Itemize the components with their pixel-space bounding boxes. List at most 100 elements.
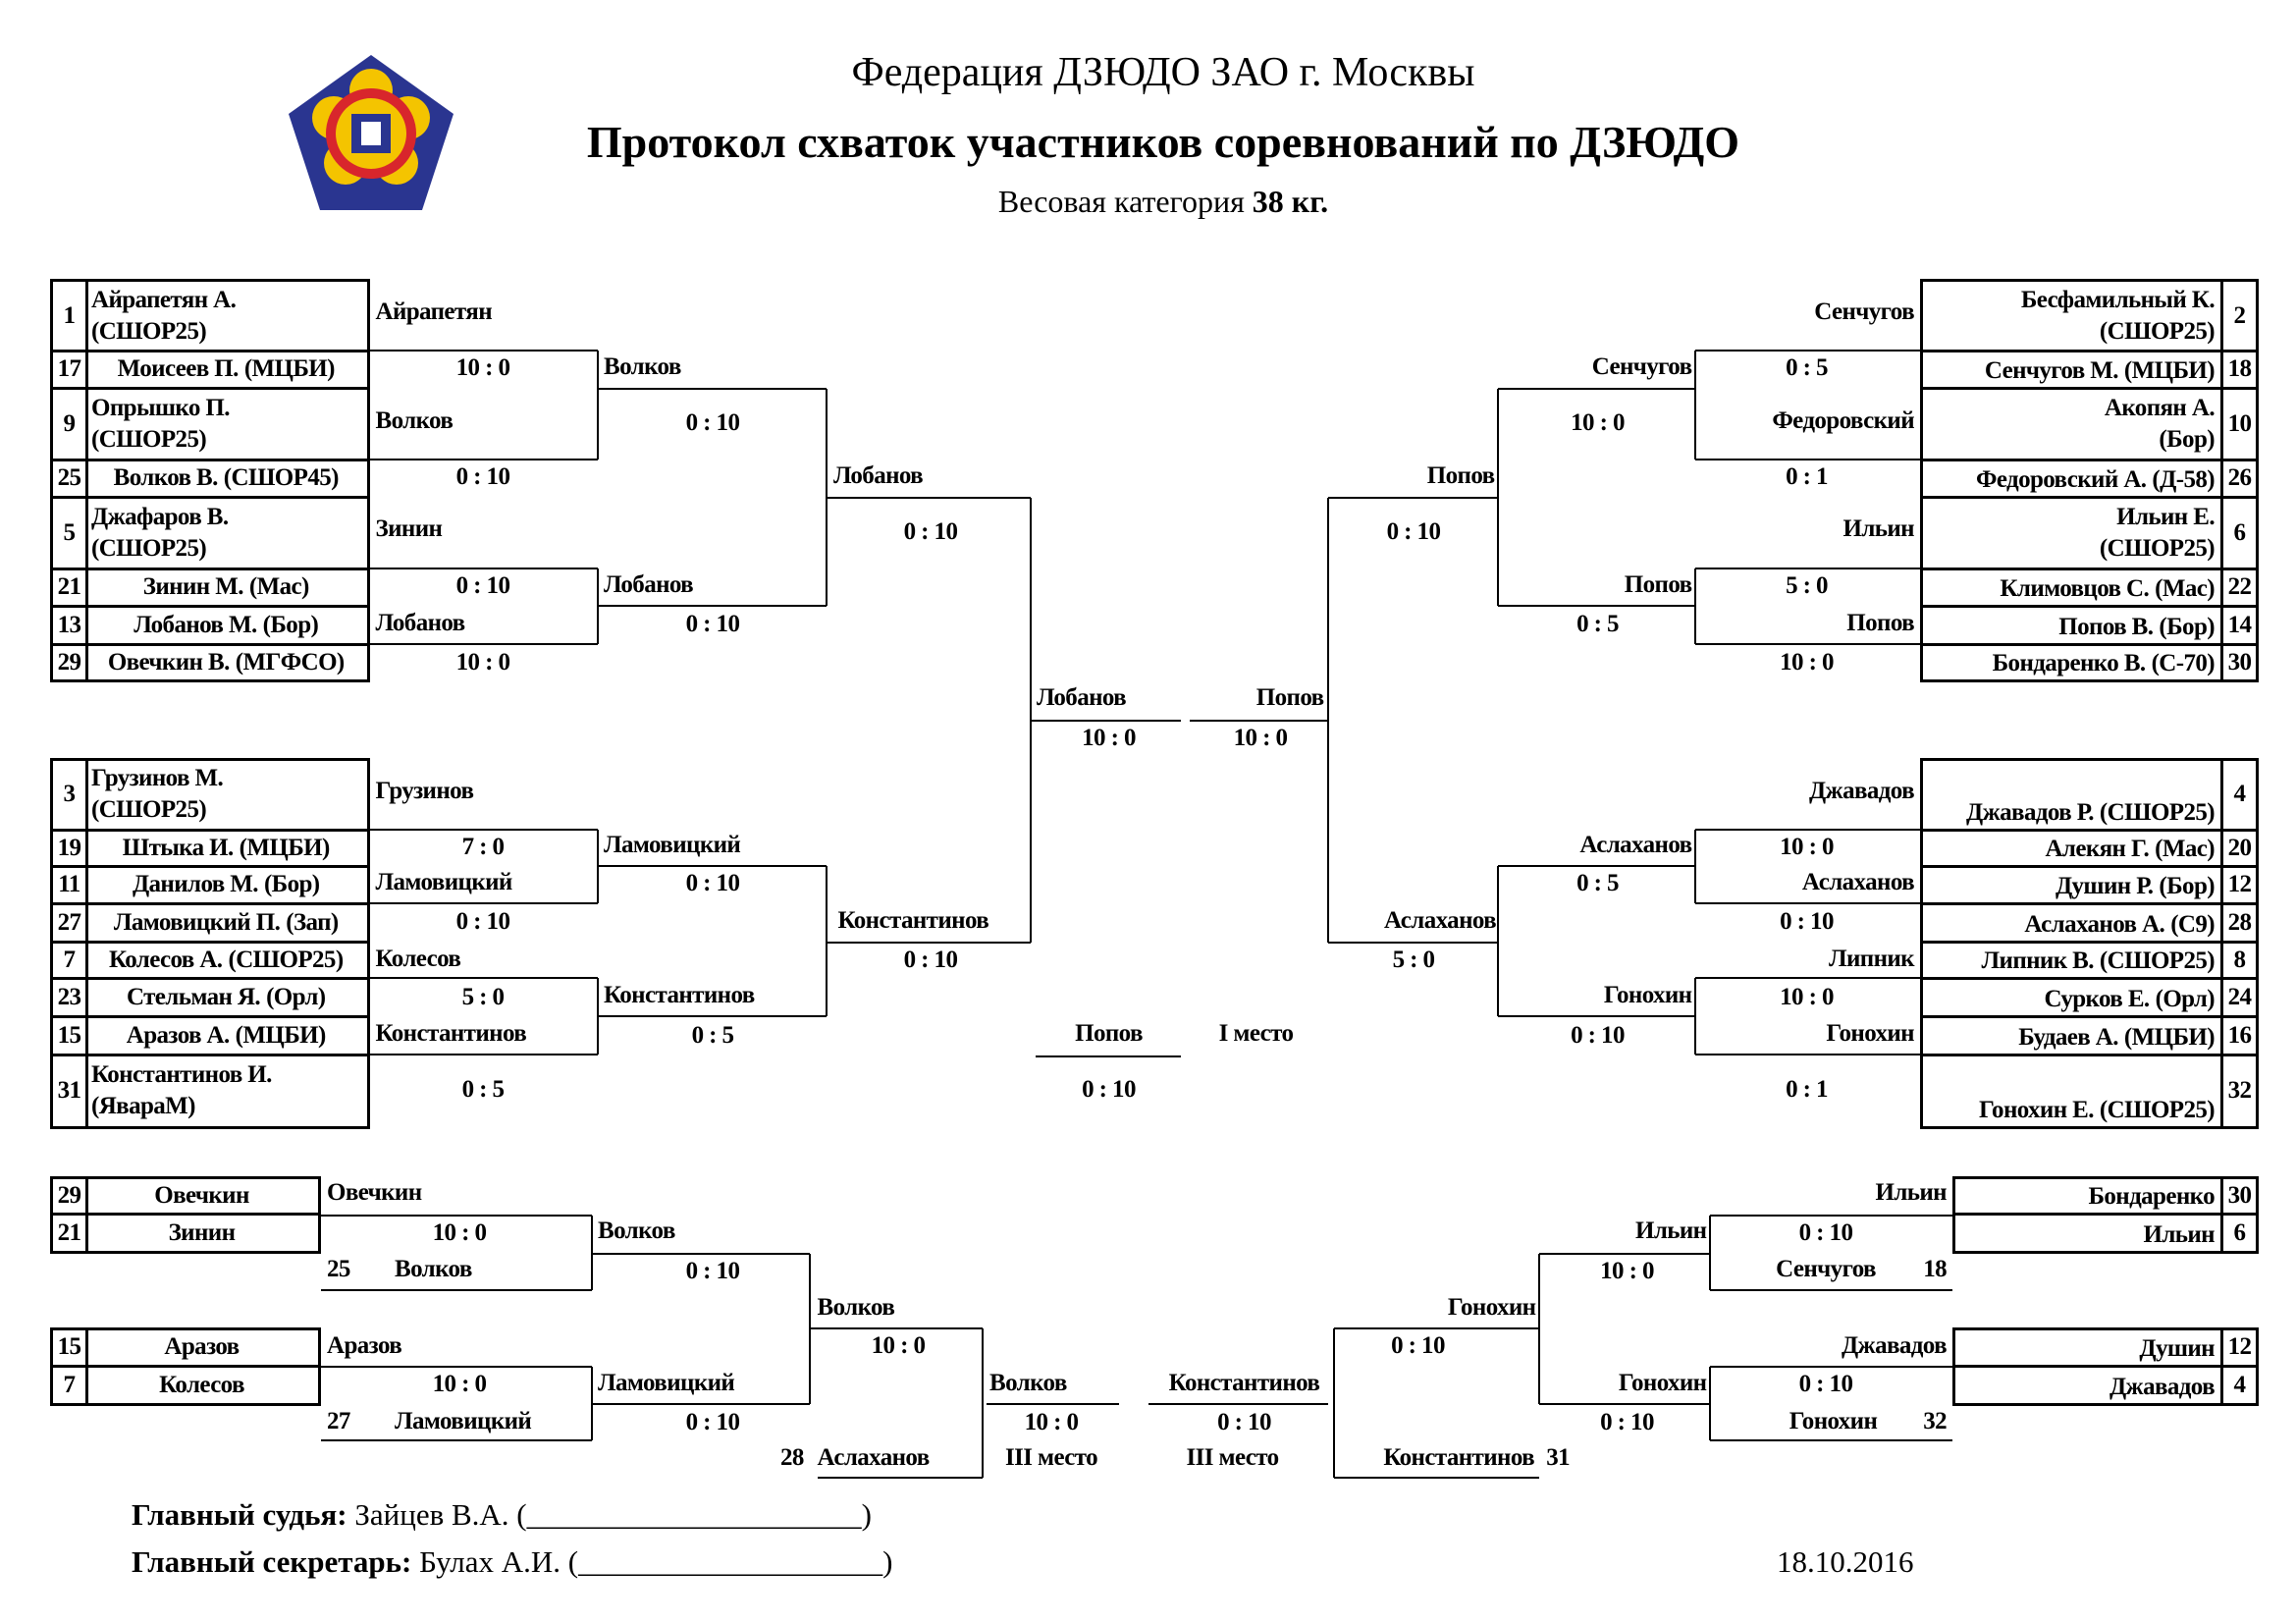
match-score: 0 : 1 [1786,463,1828,490]
match-score: 10 : 0 [871,1332,926,1359]
participant-seed: 19 [53,831,88,865]
participant-surname: Липник В. [1981,947,2094,974]
participant-club: (Мас) [2155,836,2215,862]
participant-surname: Стельман Я. [127,984,261,1010]
participant-club: (МЦБИ) [235,1022,327,1049]
match-score: 5 : 0 [461,983,505,1010]
participant-name: Бондаренко [2088,1183,2215,1210]
participant-name: Аслаханов А.(С9) [1923,905,2220,941]
bout-winner: Аслаханов [1801,868,1915,895]
participant-surname: Акопян А. [2104,394,2216,421]
participant-club: (СШОР25) [2099,317,2216,345]
bout-winner: Аразов [327,1332,402,1359]
participant-surname: Бондаренко В. [1992,650,2147,676]
participant-seed: 1 [53,282,88,350]
bracket-line [1708,1215,1711,1290]
participant-seed: 21 [53,570,88,605]
bracket-line [981,1328,984,1478]
bout-winner: Константинов [837,906,989,934]
bout-winner: Лобанов [375,609,466,636]
match-score: 0 : 5 [461,1076,505,1103]
match-score: 0 : 10 [455,908,510,935]
participant-seed: 22 [2220,570,2256,605]
bronze-left-winner: Волков [989,1369,1067,1396]
bracket-line [1694,459,1920,460]
match-score: 5 : 0 [1392,947,1435,973]
participant-seed: 15 [53,1330,88,1365]
final-winner: Попов [1075,1020,1143,1047]
match-score: 0 : 1 [1786,1076,1828,1103]
bout-winner: Лобанов [604,570,694,598]
match-score: 0 : 10 [685,408,740,436]
bracket-line [1693,351,1696,460]
weight-category: Весовая категория 38 кг. [0,184,2296,220]
chief-judge-name: Зайцев В.А. (______________________) [354,1497,872,1532]
match-score: 5 : 0 [1786,572,1828,599]
semifinal-left-score: 10 : 0 [1082,724,1136,751]
match-score: 0 : 10 [685,870,740,896]
bracket-line [1538,1402,1710,1405]
entrant-name: Сенчугов [1776,1256,1876,1282]
bracket-line [1334,1327,1539,1329]
entrant-seed: 18 [1923,1256,1947,1282]
participant-club: (МЦБИ) [2123,1024,2216,1051]
match-score: 10 : 0 [1600,1257,1654,1284]
match-score: 0 : 5 [1576,870,1619,896]
participant-surname: Константинов И. [91,1061,272,1089]
entrant-seed: 28 [780,1444,804,1471]
bracket-line [369,350,598,352]
participant-club: (МЦБИ) [243,355,336,383]
bracket-line [369,901,598,904]
participant-surname: Попов В. [2058,613,2154,640]
participant-seed: 10 [2220,389,2256,459]
final-score: 0 : 10 [1082,1076,1136,1103]
third-place-label: III место [1186,1444,1279,1471]
bracket-line [369,459,598,460]
participant-seed: 14 [2220,607,2256,643]
bracket-line [826,942,1031,944]
bracket-line [1538,1252,1710,1255]
bracket-line [1496,389,1499,606]
bracket-line [1497,865,1695,867]
participant-seed: 30 [2220,645,2256,679]
bout-winner: Лобанов [833,461,924,489]
participant-surname: Айрапетян А. [91,286,237,313]
participant-seed: 8 [2220,943,2256,977]
bout-winner: Ильин [1634,1217,1707,1244]
participant-seed: 4 [2220,760,2256,829]
match-score: 0 : 5 [1786,354,1828,381]
participant-club: (Д-58) [2152,465,2215,493]
participant-name: Опрышко П.(СШОР25) [85,390,367,460]
entrant-name: Волков [395,1256,472,1282]
participant-club: (СШОР25) [91,425,207,453]
federation-logo [287,53,455,212]
participant-seed: 32 [2220,1056,2256,1126]
entrant-name: Ламовицкий [395,1407,532,1434]
participant-club: (Орл) [266,984,326,1010]
bracket-line [1497,388,1695,390]
participant-name: Липник В.(СШОР25) [1923,944,2220,978]
participant-surname: Климовцов С. [2000,574,2150,602]
participant-club: (Бор) [262,611,319,638]
participant-seed: 24 [2220,980,2256,1015]
bracket-line [1334,1476,1539,1479]
participant-name: Душин Р.(Бор) [1923,868,2220,902]
match-score: 0 : 10 [685,1257,740,1284]
entrant-seed: 31 [1546,1444,1570,1471]
bout-winner: Волков [817,1294,895,1321]
bout-winner: Гонохин [1826,1020,1914,1047]
participant-seed: 6 [2220,498,2256,568]
bracket-line [1497,604,1695,607]
match-score: 10 : 0 [1780,833,1834,860]
bracket-line [1035,1055,1181,1057]
bronze-right-winner: Константинов [1168,1369,1320,1396]
participant-name: Константинов И.(ЯвараМ) [85,1056,367,1126]
